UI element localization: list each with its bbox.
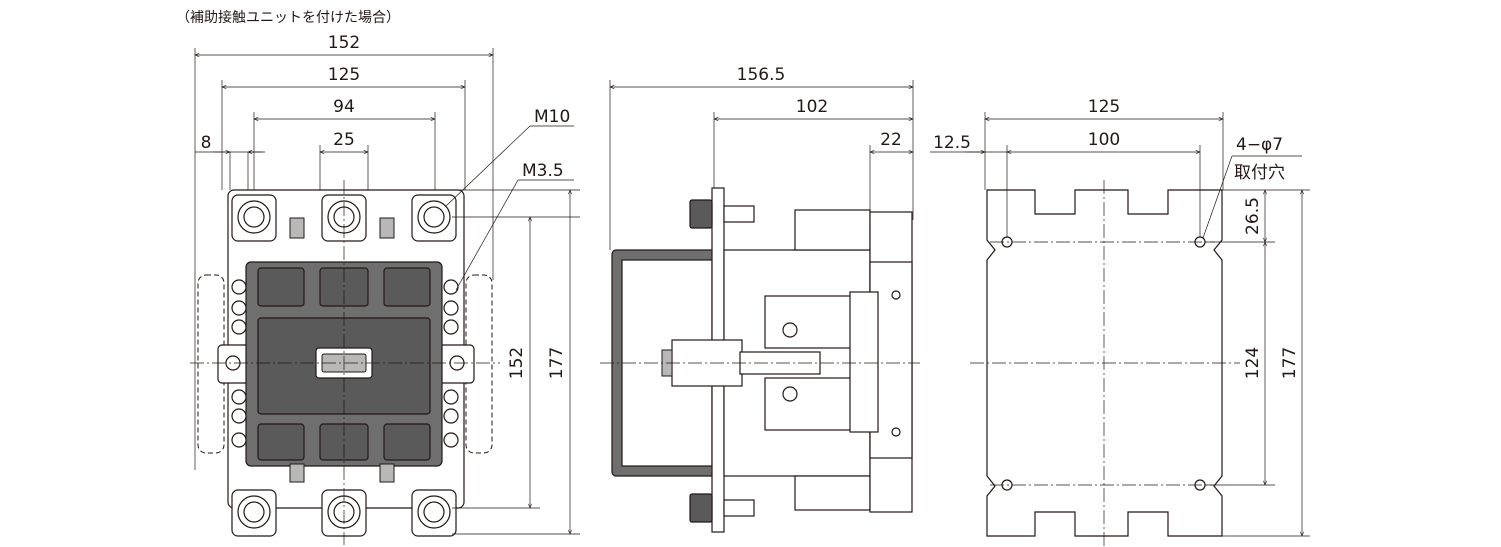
m35-callout: M3.5 — [522, 161, 564, 181]
dim-mount-125-label: 125 — [1088, 97, 1120, 117]
dim-22-label: 22 — [880, 130, 902, 150]
aux-screws-right — [443, 279, 465, 448]
side-view: 156.5 102 22 — [600, 65, 920, 533]
dim-125-label: 125 — [328, 65, 360, 85]
auxiliary-unit-note: （補助接触ユニットを付けた場合） — [176, 9, 400, 26]
dim-102-label: 102 — [796, 97, 828, 117]
mounting-view: 125 100 12.5 26.5 124 177 4−φ7 取付穴 — [930, 97, 1310, 546]
dim-h152-label: 152 — [507, 347, 527, 379]
hole-size-label: 4−φ7 — [1236, 135, 1283, 155]
dim-152-label: 152 — [328, 33, 360, 53]
dim-h177-label: 177 — [547, 347, 567, 379]
dim-1565-label: 156.5 — [737, 65, 786, 85]
dim-mount-100-label: 100 — [1088, 130, 1120, 150]
dim-mount-177-label: 177 — [1280, 347, 1300, 379]
dim-mount-125-offset-label: 12.5 — [933, 133, 971, 153]
front-view: 152 125 94 25 8 — [190, 33, 580, 545]
dim-8-label: 8 — [201, 133, 212, 153]
m10-callout: M10 — [534, 107, 570, 127]
dim-25-label: 25 — [333, 130, 355, 150]
hole-note-label: 取付穴 — [1234, 163, 1285, 183]
dim-mount-265-label: 26.5 — [1243, 197, 1263, 235]
dim-94-label: 94 — [333, 97, 355, 117]
top-terminals — [231, 194, 457, 242]
aux-screws-left — [225, 279, 247, 448]
dim-mount-124-label: 124 — [1243, 347, 1263, 379]
